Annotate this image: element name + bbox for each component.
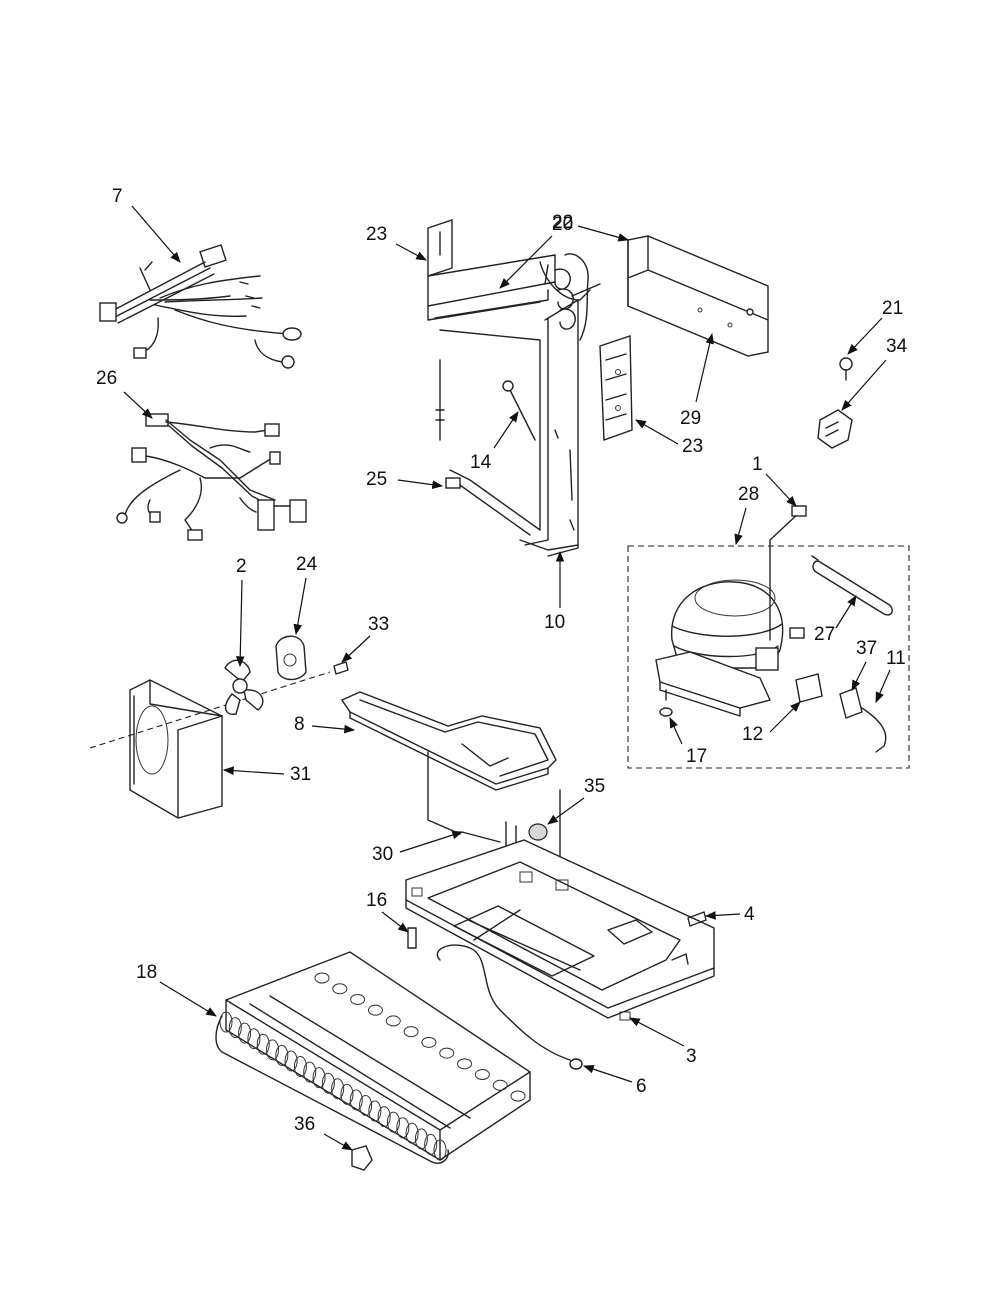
callout-16: 16 bbox=[366, 890, 387, 911]
callout-23-right: 23 bbox=[682, 436, 703, 457]
callout-17: 17 bbox=[686, 746, 707, 767]
callout-35: 35 bbox=[584, 776, 605, 797]
callout-10: 10 bbox=[544, 612, 565, 633]
callout-8: 8 bbox=[294, 714, 305, 735]
callout-30: 30 bbox=[372, 844, 393, 865]
compressor-assembly bbox=[627, 505, 910, 769]
callout-27: 27 bbox=[814, 624, 835, 645]
callout-7: 7 bbox=[112, 186, 123, 207]
condenser-fan-assembly bbox=[89, 635, 349, 819]
wire-harness-lower bbox=[116, 413, 307, 541]
callout-22: 22 bbox=[552, 212, 573, 233]
condenser-coil-loops bbox=[219, 972, 526, 1161]
callout-37: 37 bbox=[856, 638, 877, 659]
callout-11: 11 bbox=[886, 648, 906, 669]
callout-21: 21 bbox=[882, 298, 903, 319]
callout-34: 34 bbox=[886, 336, 908, 357]
callout-36: 36 bbox=[294, 1114, 315, 1135]
callout-4: 4 bbox=[744, 904, 755, 925]
condenser-coil bbox=[215, 944, 583, 1171]
evaporator-cover-panel bbox=[627, 235, 769, 357]
callout-20: 20 bbox=[552, 214, 573, 235]
callout-28: 28 bbox=[738, 484, 759, 505]
callout-2: 2 bbox=[236, 556, 247, 577]
evaporator-assembly bbox=[427, 219, 633, 557]
callout-1: 1 bbox=[752, 454, 763, 475]
callout-33: 33 bbox=[368, 614, 389, 635]
callout-23-left: 23 bbox=[366, 224, 387, 245]
compressor-kit-outline bbox=[627, 545, 910, 769]
callout-29: 29 bbox=[680, 408, 701, 429]
callout-24: 24 bbox=[296, 554, 318, 575]
drain-pan bbox=[340, 691, 557, 835]
lamp-socket-assembly bbox=[817, 357, 853, 449]
callout-25: 25 bbox=[366, 469, 387, 490]
callout-26: 26 bbox=[96, 368, 117, 389]
callout-12: 12 bbox=[742, 724, 763, 745]
callout-31: 31 bbox=[290, 764, 311, 785]
callout-3: 3 bbox=[686, 1046, 697, 1067]
callout-6: 6 bbox=[636, 1076, 647, 1097]
callout-labels: 7 26 23 22 20 21 34 29 23 14 25 10 1 28 … bbox=[96, 186, 908, 1151]
wire-harness-upper bbox=[99, 244, 302, 369]
base-plate bbox=[405, 839, 715, 1021]
callout-14: 14 bbox=[470, 452, 492, 473]
callout-18: 18 bbox=[136, 962, 157, 983]
